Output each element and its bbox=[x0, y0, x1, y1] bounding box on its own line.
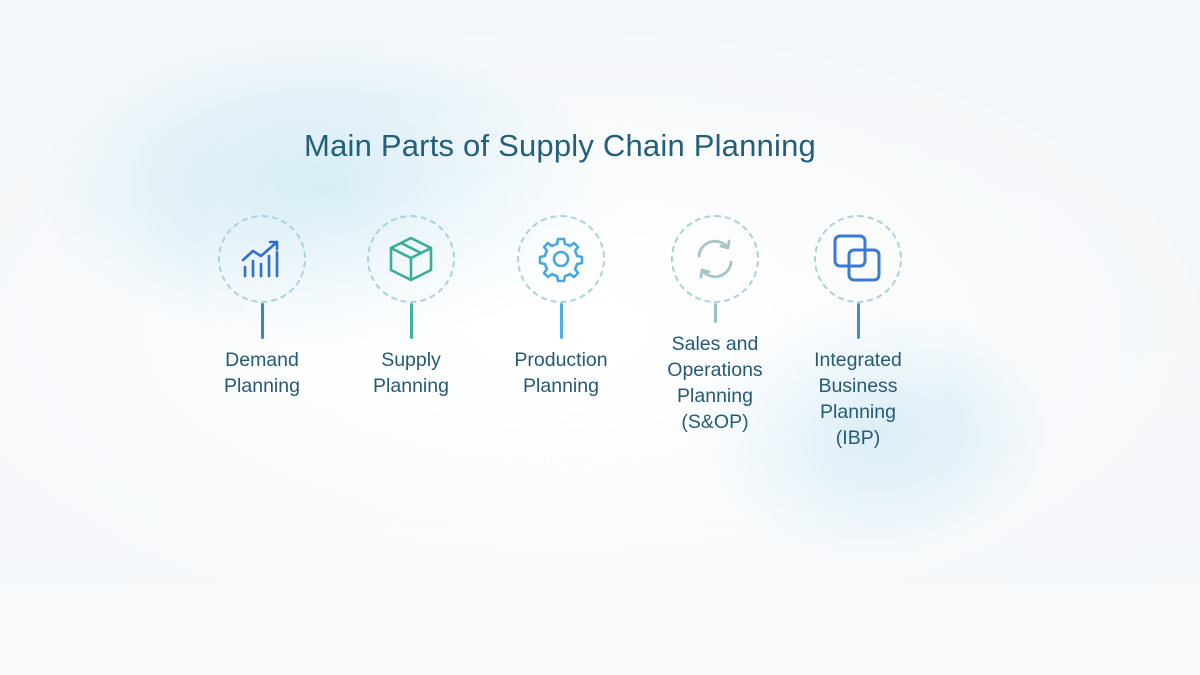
part-label: Demand Planning bbox=[224, 349, 300, 397]
part-demand-planning: Demand Planning bbox=[172, 215, 352, 399]
gear-icon bbox=[538, 237, 584, 283]
part-sales-operations-planning: Sales and Operations Planning (S&OP) bbox=[625, 215, 805, 435]
part-label: Production Planning bbox=[514, 349, 608, 397]
overlapping-squares-icon bbox=[833, 234, 881, 282]
part-label: Integrated Business Planning (IBP) bbox=[814, 349, 902, 449]
icon-circle bbox=[671, 215, 759, 303]
part-supply-planning: Supply Planning bbox=[321, 215, 501, 399]
icon-circle bbox=[517, 215, 605, 303]
icon-circle bbox=[367, 215, 455, 303]
connector-line bbox=[856, 303, 860, 339]
connector-line bbox=[260, 303, 264, 339]
part-label: Sales and Operations Planning (S&OP) bbox=[667, 333, 763, 433]
background-panel bbox=[205, 110, 945, 530]
trend-chart-icon bbox=[241, 240, 279, 278]
connector-line bbox=[559, 303, 563, 339]
diagram-title: Main Parts of Supply Chain Planning bbox=[304, 128, 816, 163]
box-icon bbox=[389, 236, 433, 282]
icon-circle bbox=[814, 215, 902, 303]
part-production-planning: Production Planning bbox=[471, 215, 651, 399]
icon-circle bbox=[218, 215, 306, 303]
part-integrated-business-planning: Integrated Business Planning (IBP) bbox=[768, 215, 948, 451]
cycle-arrows-icon bbox=[697, 239, 733, 279]
part-label: Supply Planning bbox=[373, 349, 449, 397]
connector-line bbox=[409, 303, 413, 339]
connector-line bbox=[713, 303, 717, 323]
